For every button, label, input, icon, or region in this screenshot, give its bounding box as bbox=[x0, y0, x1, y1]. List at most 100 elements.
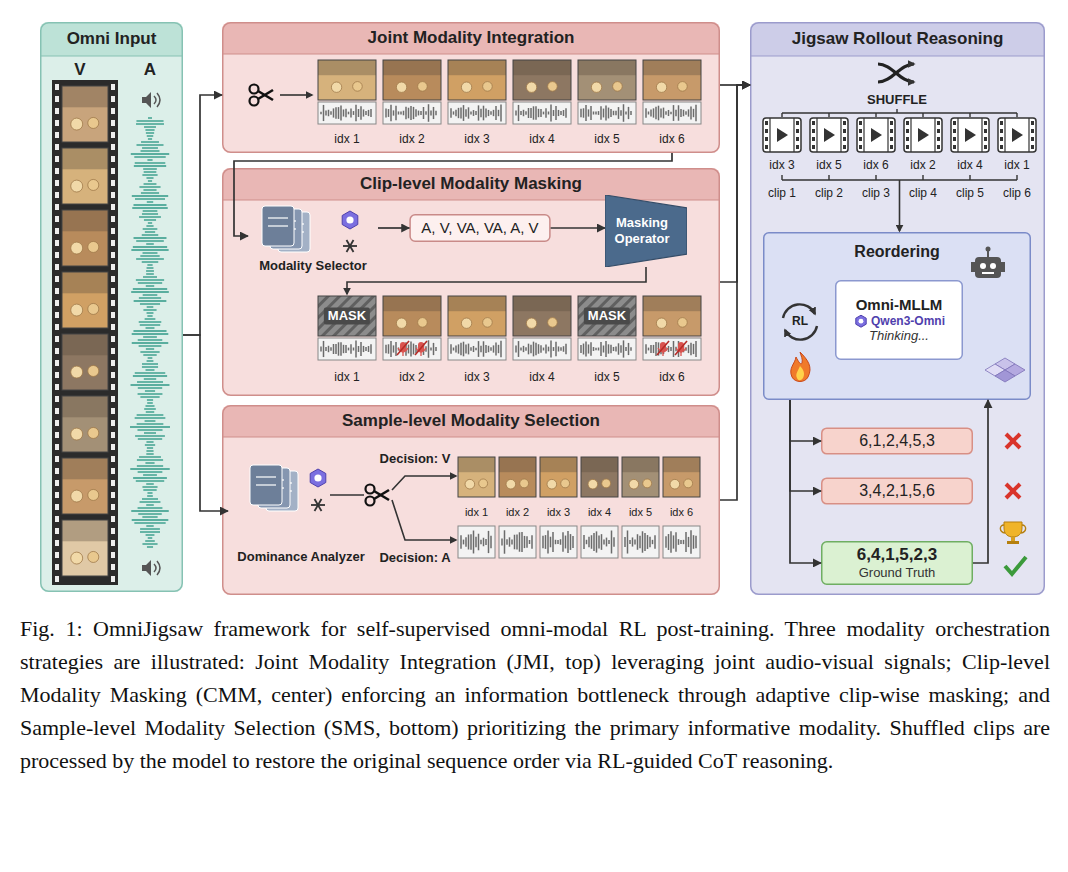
waveform-bar bbox=[145, 405, 154, 407]
waveform-bar bbox=[143, 210, 158, 212]
waveform-bar bbox=[595, 348, 597, 351]
annotation-label: idx 2 bbox=[910, 159, 935, 173]
clip-icon bbox=[793, 118, 794, 152]
waveform-bar bbox=[563, 110, 565, 116]
film-sprocket bbox=[111, 516, 115, 522]
panel-border bbox=[223, 23, 720, 153]
waveform-bar bbox=[538, 109, 540, 117]
waveform-bar bbox=[144, 378, 156, 380]
annotation-label: idx 1 bbox=[1004, 159, 1029, 173]
check-icon bbox=[1005, 557, 1026, 574]
scissors-icon bbox=[250, 85, 259, 94]
waveform-bar bbox=[460, 108, 462, 119]
waveform-bar bbox=[601, 534, 603, 550]
scene-object bbox=[461, 82, 471, 92]
waveform-bar bbox=[658, 106, 660, 121]
waveform-bar bbox=[665, 536, 667, 547]
film-sprocket bbox=[111, 468, 115, 474]
waveform-bar bbox=[435, 347, 437, 351]
waveform-bar bbox=[140, 303, 160, 305]
scene-object bbox=[465, 479, 475, 489]
film-sprocket bbox=[111, 324, 115, 330]
annotation-label: RL bbox=[792, 315, 808, 329]
scene-background bbox=[448, 60, 506, 75]
waveform-bar bbox=[670, 347, 672, 351]
waveform-bar bbox=[132, 342, 169, 344]
robot-icon bbox=[975, 257, 1001, 278]
audio-clip bbox=[383, 102, 441, 124]
node-title: Reordering bbox=[854, 238, 939, 266]
scene-object bbox=[548, 318, 558, 328]
waveform-bar bbox=[673, 535, 675, 548]
node-title: Jigsaw Rollout Reasoning bbox=[750, 22, 1045, 56]
waveform-bar bbox=[495, 106, 497, 120]
waveform-bar bbox=[142, 363, 158, 365]
clip-icon bbox=[937, 137, 940, 141]
film-sprocket bbox=[55, 504, 59, 510]
waveform-bar bbox=[142, 366, 158, 368]
flow-connector bbox=[720, 85, 750, 500]
waveform-bar bbox=[498, 110, 500, 116]
clip-icon bbox=[812, 145, 815, 149]
waveform-bar bbox=[605, 341, 607, 357]
waveform-bar bbox=[480, 346, 482, 353]
film-sprocket bbox=[111, 252, 115, 258]
waveform-bar bbox=[468, 107, 470, 118]
scene-background bbox=[513, 296, 571, 311]
panel-border bbox=[223, 169, 720, 396]
video-frame bbox=[513, 60, 571, 100]
waveform-bar bbox=[141, 150, 160, 152]
waveform-bar bbox=[668, 110, 670, 116]
waveform-bar bbox=[395, 342, 397, 356]
process-box: A, V, VA, VA, A, V bbox=[409, 214, 550, 242]
waveform-bar bbox=[630, 111, 632, 115]
waveform-bar bbox=[593, 347, 595, 351]
waveform-bar bbox=[613, 347, 615, 351]
scissors-icon bbox=[366, 497, 375, 506]
scissors-icon bbox=[250, 97, 259, 106]
waveform-bar bbox=[338, 342, 340, 355]
scene-background bbox=[62, 148, 108, 169]
waveform-bar bbox=[368, 110, 370, 116]
annotation-label: MASK bbox=[324, 308, 370, 325]
model-stack bbox=[268, 217, 288, 218]
waveform-bar bbox=[695, 341, 697, 357]
film-sprocket bbox=[55, 144, 59, 150]
waveform-bar bbox=[145, 462, 154, 464]
waveform-bar bbox=[410, 341, 412, 356]
film-sprocket bbox=[111, 276, 115, 282]
waveform-bar bbox=[603, 345, 605, 352]
scene-object bbox=[520, 479, 529, 488]
waveform-bar bbox=[333, 108, 335, 117]
waveform-bar bbox=[385, 345, 387, 354]
waveform-bar bbox=[540, 345, 542, 352]
panel-header bbox=[40, 22, 183, 56]
panel-header bbox=[222, 192, 720, 200]
audio-clip bbox=[458, 526, 495, 558]
waveform-bar bbox=[623, 340, 625, 357]
trophy-icon bbox=[1004, 522, 1022, 537]
scene-background bbox=[62, 334, 108, 355]
scene-object bbox=[71, 118, 83, 130]
film-sprocket bbox=[111, 108, 115, 114]
waveform-bar bbox=[488, 346, 490, 352]
panel-header bbox=[750, 22, 1045, 56]
model-stack bbox=[250, 465, 282, 505]
waveform-bar bbox=[673, 105, 675, 121]
bracket-line bbox=[969, 113, 970, 117]
frame-border bbox=[318, 60, 376, 100]
waveform-bar bbox=[415, 109, 417, 116]
scene-background bbox=[581, 457, 618, 472]
waveform-bar bbox=[146, 327, 155, 329]
film-sprocket bbox=[111, 336, 115, 342]
annotation-label: MASK bbox=[584, 308, 630, 325]
clip-icon bbox=[953, 137, 956, 141]
clip-icon bbox=[1031, 129, 1034, 133]
waveform-bar bbox=[143, 489, 156, 491]
waveform-bar bbox=[458, 108, 460, 118]
waveform-bar bbox=[423, 107, 425, 119]
shuffle-icon bbox=[878, 64, 914, 82]
film-sprocket bbox=[111, 228, 115, 234]
waveform-bar bbox=[660, 109, 662, 118]
waveform-bar bbox=[147, 546, 153, 548]
